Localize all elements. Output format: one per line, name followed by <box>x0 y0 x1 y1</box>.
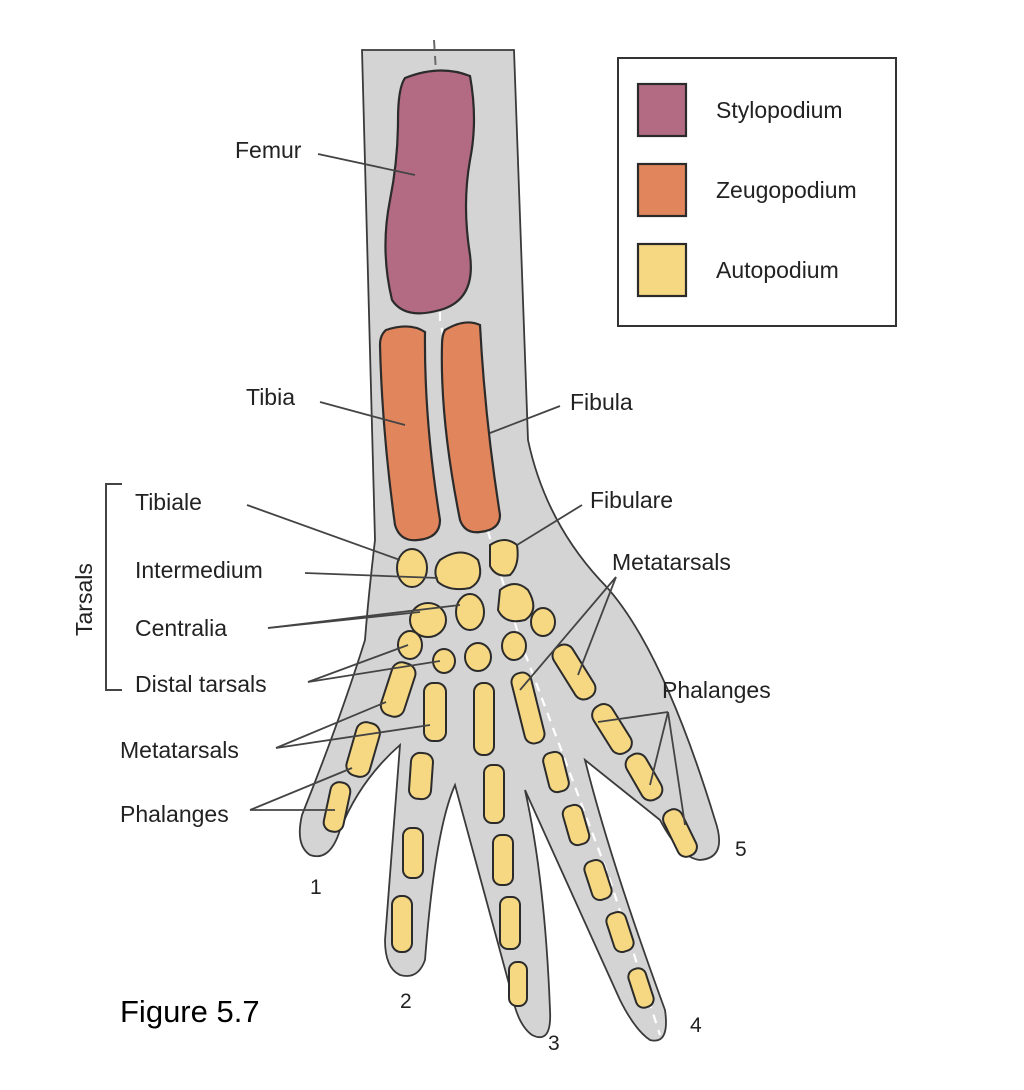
label-fibulare: Fibulare <box>590 487 673 513</box>
label-phalanges-right: Phalanges <box>662 677 771 703</box>
distal-tarsal-2 <box>432 648 456 674</box>
label-tibiale: Tibiale <box>135 489 202 515</box>
distal-tarsal-1 <box>397 630 423 660</box>
tibia-bone <box>378 325 442 542</box>
label-metatarsals-right: Metatarsals <box>612 549 731 575</box>
distal-tarsal-3 <box>464 642 492 672</box>
digit-number-1: 1 <box>310 876 322 899</box>
legend-swatch-autopodium <box>636 242 688 298</box>
fibula-bone <box>440 321 502 534</box>
legend-label-zeugopodium: Zeugopodium <box>716 177 857 203</box>
legend-label-autopodium: Autopodium <box>716 257 839 283</box>
label-femur: Femur <box>235 137 302 163</box>
digit-number-5: 5 <box>735 838 747 861</box>
label-tarsals: Tarsals <box>71 563 97 636</box>
distal-tarsal-5 <box>530 607 556 637</box>
label-phalanges-left: Phalanges <box>120 801 229 827</box>
fibulare-bone <box>489 539 519 577</box>
distal-tarsal-4 <box>501 631 527 661</box>
digit-number-3: 3 <box>548 1032 560 1055</box>
tarsal-bones <box>396 539 556 674</box>
digit-4-bones <box>510 671 655 1009</box>
digit-5-bones <box>551 643 698 858</box>
digit-3-bones <box>473 682 528 1007</box>
femur-bone <box>384 69 476 315</box>
label-tibia: Tibia <box>246 384 295 410</box>
centrale-2 <box>455 593 485 631</box>
label-metatarsals-left: Metatarsals <box>120 737 239 763</box>
legend-label-stylopodium: Stylopodium <box>716 97 843 123</box>
legend: Stylopodium Zeugopodium Autopodium <box>617 57 897 327</box>
figure-caption: Figure 5.7 <box>120 994 260 1029</box>
label-intermedium: Intermedium <box>135 557 263 583</box>
tarsals-bracket <box>105 483 122 691</box>
label-centralia: Centralia <box>135 615 227 641</box>
digit-2-bones <box>391 682 447 953</box>
centrale-3 <box>496 583 535 623</box>
digit-number-2: 2 <box>400 990 412 1013</box>
leader-lines <box>246 153 686 826</box>
legend-swatch-zeugopodium <box>636 162 688 218</box>
label-fibula: Fibula <box>570 389 633 415</box>
tibiale-bone <box>396 548 428 588</box>
intermedium-bone <box>434 551 482 591</box>
label-distal-tarsals: Distal tarsals <box>135 671 267 697</box>
digit-number-4: 4 <box>690 1014 702 1037</box>
legend-swatch-stylopodium <box>636 82 688 138</box>
axis-line-top <box>433 39 437 73</box>
